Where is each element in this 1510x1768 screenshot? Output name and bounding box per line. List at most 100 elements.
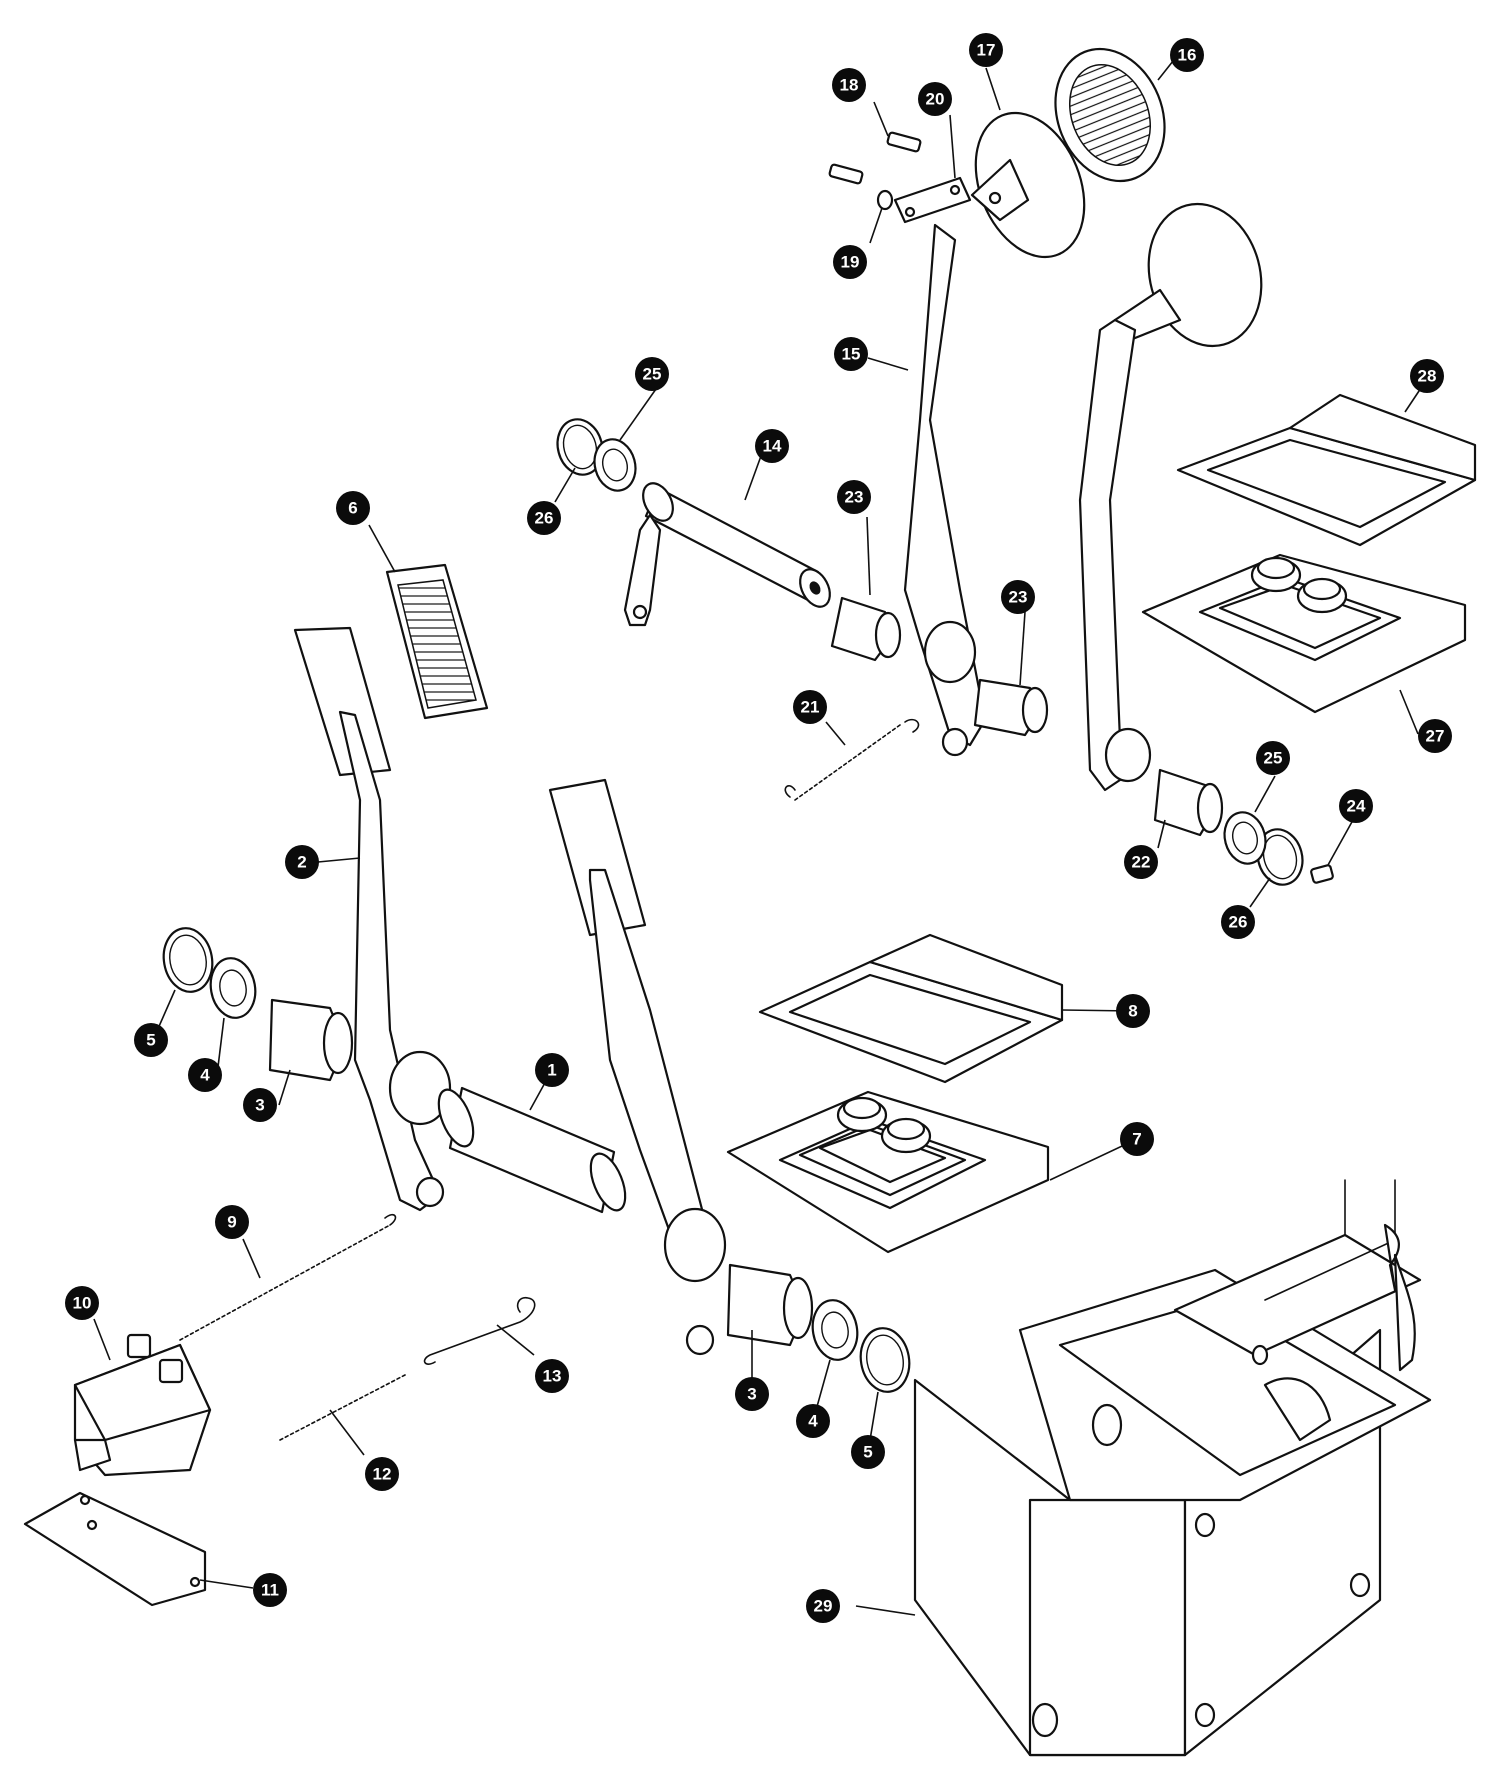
svg-text:22: 22	[1132, 853, 1151, 872]
svg-text:15: 15	[842, 345, 861, 364]
upper-cover-plate-2	[1176, 393, 1477, 547]
lower-boot-plate-2	[1141, 553, 1467, 714]
callout-25: 25	[635, 357, 669, 391]
callout-27: 27	[1418, 719, 1452, 753]
pedal-arm-right	[1078, 202, 1263, 792]
bracket-plate	[893, 176, 972, 224]
svg-text:29: 29	[814, 1597, 833, 1616]
svg-text:18: 18	[840, 76, 859, 95]
callout-19: 19	[833, 245, 867, 279]
svg-text:3: 3	[255, 1096, 264, 1115]
svg-text:7: 7	[1132, 1130, 1141, 1149]
svg-text:1: 1	[547, 1061, 556, 1080]
svg-text:5: 5	[863, 1443, 872, 1462]
callout-5: 5	[851, 1435, 885, 1469]
washer-4-left	[209, 957, 257, 1019]
svg-text:24: 24	[1347, 797, 1366, 816]
svg-text:12: 12	[373, 1465, 392, 1484]
pedal-arm-middle	[548, 778, 727, 1356]
callout-15: 15	[834, 337, 868, 371]
callout-16: 16	[1170, 38, 1204, 72]
round-pad-mount	[970, 111, 1086, 259]
long-return-spring	[179, 1213, 397, 1341]
callout-21: 21	[793, 690, 827, 724]
wire-clip	[423, 1296, 536, 1365]
callout-23: 23	[1001, 580, 1035, 614]
bushing-23-right	[973, 678, 1049, 737]
callout-10: 10	[65, 1286, 99, 1320]
flat-washer	[593, 438, 637, 492]
bushing-23	[830, 596, 902, 662]
callout-17: 17	[969, 33, 1003, 67]
svg-text:27: 27	[1426, 727, 1445, 746]
pedal-arm-15	[903, 223, 987, 757]
svg-text:13: 13	[543, 1367, 562, 1386]
svg-text:8: 8	[1128, 1002, 1137, 1021]
callout-25: 25	[1256, 741, 1290, 775]
svg-text:19: 19	[841, 253, 860, 272]
svg-text:20: 20	[926, 90, 945, 109]
snap-ring-5-right	[859, 1327, 911, 1393]
callout-29: 29	[806, 1589, 840, 1623]
callout-11: 11	[253, 1573, 287, 1607]
svg-text:21: 21	[801, 698, 820, 717]
svg-text:4: 4	[200, 1066, 210, 1085]
callout-8: 8	[1116, 994, 1150, 1028]
lower-boot-plate	[726, 1090, 1050, 1254]
callout-4: 4	[796, 1404, 830, 1438]
callout-24: 24	[1339, 789, 1373, 823]
callout-7: 7	[1120, 1122, 1154, 1156]
callout-1: 1	[535, 1053, 569, 1087]
svg-text:26: 26	[535, 509, 554, 528]
svg-text:16: 16	[1178, 46, 1197, 65]
bushing-22	[1153, 768, 1224, 837]
snap-ring-5-left	[162, 927, 214, 993]
svg-text:3: 3	[747, 1385, 756, 1404]
callout-18: 18	[832, 68, 866, 102]
round-pedal-pad	[1054, 47, 1166, 183]
lock-washer	[876, 189, 894, 211]
callout-5: 5	[134, 1023, 168, 1057]
pedal-arm-2	[293, 626, 452, 1212]
svg-text:28: 28	[1418, 367, 1437, 386]
callout-12: 12	[365, 1457, 399, 1491]
callout-3: 3	[735, 1377, 769, 1411]
bushing-3-right	[726, 1263, 814, 1347]
svg-text:11: 11	[261, 1581, 279, 1600]
svg-text:23: 23	[845, 488, 864, 507]
callout-3: 3	[243, 1088, 277, 1122]
pivot-shaft-1	[437, 1086, 627, 1214]
callout-6: 6	[336, 491, 370, 525]
svg-text:4: 4	[808, 1412, 818, 1431]
flat-washer-right	[1223, 811, 1267, 865]
callout-9: 9	[215, 1205, 249, 1239]
svg-text:25: 25	[1264, 749, 1283, 768]
bushing-3-left	[268, 998, 354, 1082]
short-spring-12	[279, 1374, 406, 1441]
svg-text:5: 5	[146, 1031, 155, 1050]
svg-text:26: 26	[1229, 913, 1248, 932]
svg-text:6: 6	[348, 499, 357, 518]
callout-4: 4	[188, 1058, 222, 1092]
pedal-switch	[73, 1333, 212, 1477]
snap-ring	[556, 418, 604, 476]
callout-14: 14	[755, 429, 789, 463]
svg-text:10: 10	[73, 1294, 92, 1313]
callout-2: 2	[285, 845, 319, 879]
callout-26: 26	[527, 501, 561, 535]
svg-text:14: 14	[763, 437, 782, 456]
callout-13: 13	[535, 1359, 569, 1393]
callout-28: 28	[1410, 359, 1444, 393]
snap-ring-right	[1256, 828, 1304, 886]
callout-20: 20	[918, 82, 952, 116]
callout-26: 26	[1221, 905, 1255, 939]
pedal-housing-box	[913, 1179, 1432, 1757]
upper-cover-plate	[758, 933, 1064, 1084]
svg-text:2: 2	[297, 853, 306, 872]
washer-4-right	[811, 1299, 859, 1361]
svg-text:25: 25	[643, 365, 662, 384]
small-bolt	[1310, 864, 1334, 884]
svg-text:17: 17	[977, 41, 996, 60]
return-spring-21	[784, 718, 920, 801]
switch-mounting-plate	[23, 1491, 207, 1607]
